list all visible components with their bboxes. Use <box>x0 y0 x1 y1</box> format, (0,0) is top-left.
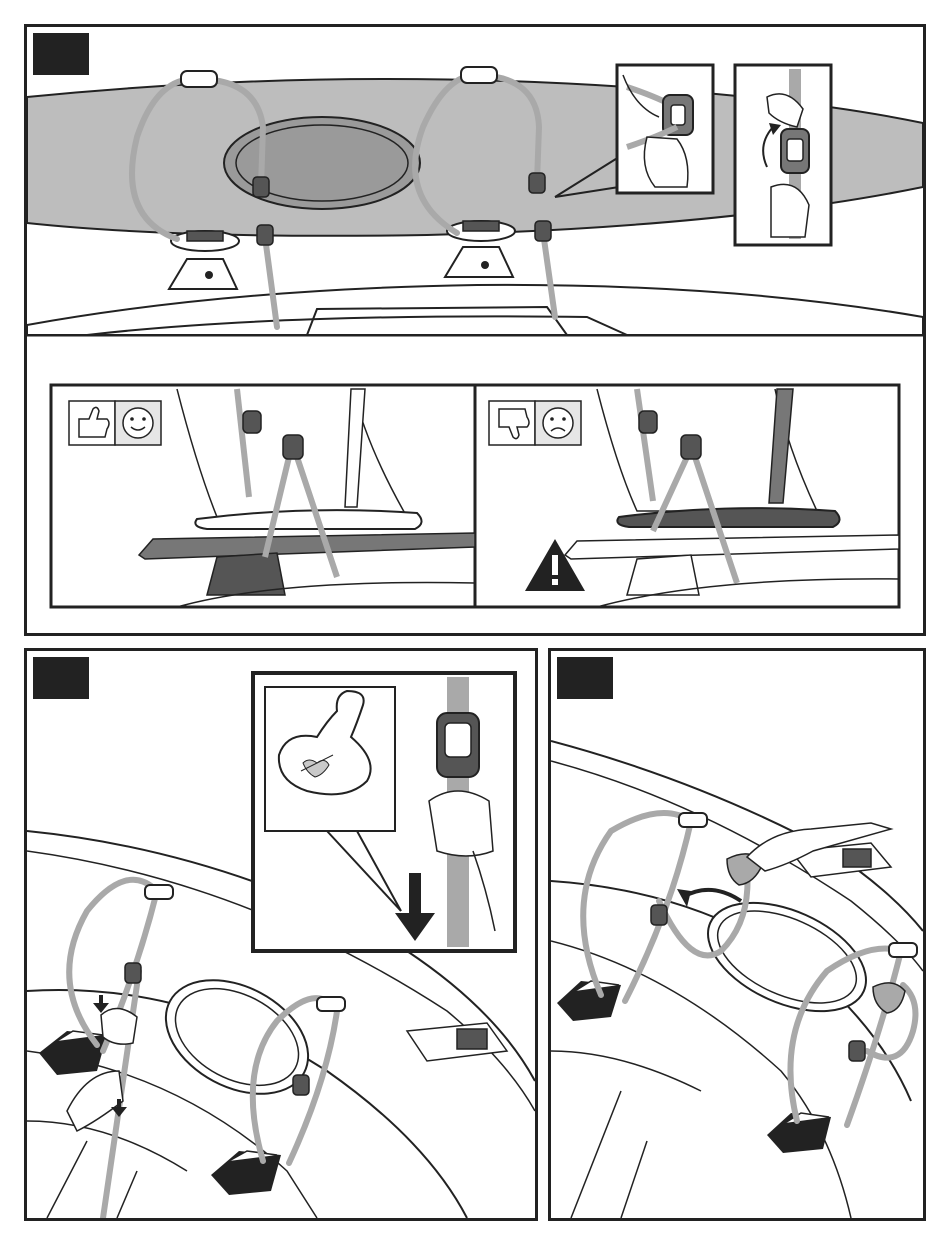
buckle <box>651 905 667 925</box>
step-panel-bottom-right <box>548 648 926 1221</box>
tighten-strap-illustration <box>27 651 535 1218</box>
buckle <box>529 173 545 193</box>
buckle <box>243 411 261 433</box>
buckle <box>639 411 657 433</box>
buckle <box>125 963 141 983</box>
kayak-loading-illustration <box>27 27 923 633</box>
buckle <box>849 1041 865 1061</box>
buckle <box>535 221 551 241</box>
tie-off-strap-illustration <box>551 651 923 1218</box>
step-panel-bottom-left <box>24 648 538 1221</box>
inset-thread-buckle <box>617 65 713 193</box>
buckle <box>283 435 303 459</box>
cradle-left <box>557 981 621 1021</box>
buckle <box>257 225 273 245</box>
smiley-sad-icon <box>543 408 573 438</box>
buckle <box>293 1075 309 1095</box>
step-panel-top <box>24 24 926 636</box>
buckle <box>253 177 269 197</box>
buckle <box>681 435 701 459</box>
curved-arrow-icon <box>677 889 741 907</box>
smiley-happy-icon <box>123 408 153 438</box>
inset-strength-pull <box>253 673 515 951</box>
inset-tighten-buckle <box>735 65 831 245</box>
